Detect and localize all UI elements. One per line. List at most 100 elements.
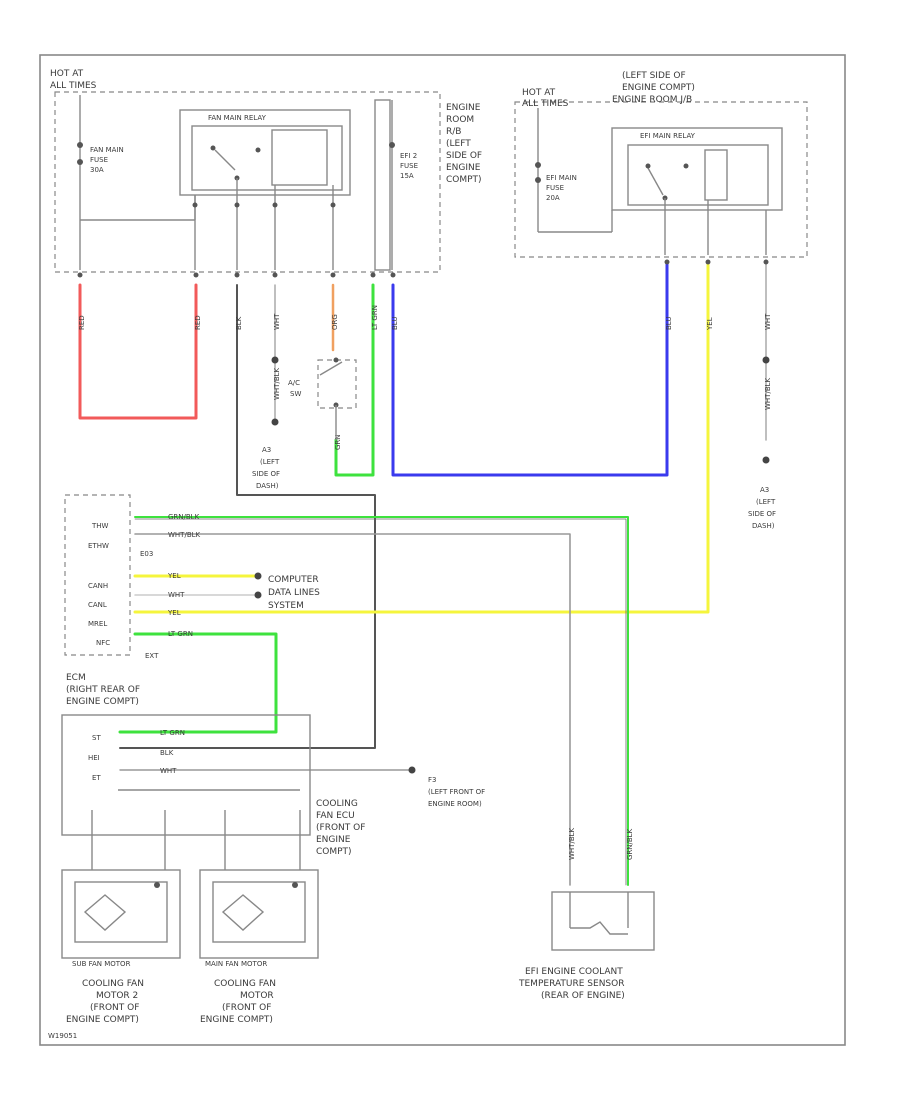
efi-main-fuse-label-2: FUSE [546, 184, 564, 192]
engine-room-rb: HOT AT ALL TIMES FAN MAIN FUSE 30A FAN M… [50, 69, 482, 273]
fan-motor-2: SUB FAN MOTOR COOLING FAN MOTOR 2 (FRONT… [61, 869, 181, 1025]
ac-switch-1: A/C [288, 379, 300, 387]
ecu-pin-st: ST [92, 734, 101, 742]
ac-switch: A/C SW [288, 357, 357, 440]
ground-a-2: (LEFT [260, 458, 280, 466]
ecm-pin-ethw: ETHW [88, 542, 109, 550]
fan-main-relay-label: FAN MAIN RELAY [208, 114, 267, 122]
red-wire [78, 283, 198, 420]
ecm-pin-mrel: MREL [88, 620, 107, 628]
ground-icon-c [408, 766, 416, 774]
ecm-pin-canl: CANL [88, 601, 107, 609]
computer-data-2: DATA LINES [268, 588, 320, 598]
ecm-wire-4: WHT [168, 591, 185, 599]
wc-wht-2: WHT [764, 313, 772, 330]
ecu-wire-2: BLK [160, 749, 174, 757]
rb-label-3: R/B [446, 127, 461, 137]
ground-b-1: A3 [760, 486, 769, 494]
ecm-wire-2: WHT/BLK [168, 531, 201, 539]
ground-icon-b [762, 456, 770, 464]
green-wire [334, 283, 375, 477]
fuse-terminal-icon [77, 142, 83, 148]
efi-main-fuse-icon [535, 162, 541, 168]
efi-main-fuse-label-3: 20A [546, 194, 560, 202]
sensor-wire-1: WHT/BLK [568, 827, 576, 860]
efi-main-relay-box [611, 127, 783, 211]
black-wire [119, 284, 376, 749]
ground-a-4: DASH) [256, 482, 279, 490]
data-line-arrow-icon-2 [254, 591, 262, 599]
efi-relay-coil-icon [704, 149, 728, 201]
sensor-label-1: EFI ENGINE COOLANT [525, 967, 623, 977]
ecu-label-4: ENGINE [316, 835, 351, 845]
ecm-title-2: (RIGHT REAR OF [66, 685, 140, 695]
ecm-title-1: ECM [66, 673, 86, 683]
figure-code: W19051 [48, 1032, 77, 1040]
motor-1-tag: MAIN FAN MOTOR [205, 960, 267, 968]
motor-1-icon [221, 894, 265, 931]
ground-a-3: SIDE OF [252, 470, 280, 478]
ac-switch-2: SW [290, 390, 301, 398]
ecm-title-3: ENGINE COMPT) [66, 697, 139, 707]
wc-wht: WHT [273, 313, 281, 330]
diagram-border [39, 54, 846, 1046]
switch-contact-icon [319, 361, 343, 376]
ecm-wire-6: LT GRN [168, 630, 193, 638]
coolant-temp-sensor: WHT/BLK GRN/BLK EFI ENGINE COOLANT TEMPE… [518, 827, 655, 1001]
engine-room-jb: HOT AT ALL TIMES (LEFT SIDE OF ENGINE CO… [514, 71, 808, 258]
ecu-label-2: FAN ECU [316, 811, 355, 821]
efi-relay-switch-icon [647, 167, 664, 196]
wire-color-codes: RED RED BLK WHT ORG LT GRN BLU BLU YEL W… [78, 305, 772, 450]
motor-2-label-2: MOTOR 2 [96, 991, 138, 1001]
ground-c-3: ENGINE ROOM) [428, 800, 482, 808]
yellow-wire [133, 260, 710, 614]
motor-1-label-2: MOTOR [240, 991, 274, 1001]
wc-grn: GRN [334, 434, 342, 450]
motor-2-icon [83, 894, 127, 931]
wc-red: RED [78, 315, 86, 330]
connector-dots [77, 202, 769, 278]
relay-switch-icon [214, 149, 236, 171]
efi2-fuse-label-1: EFI 2 [400, 152, 417, 160]
motor-1-label-1: COOLING FAN [214, 979, 276, 989]
ecm-pin-nfc: NFC [96, 639, 110, 647]
ecm-ext: EXT [145, 652, 159, 660]
rb-label-5: SIDE OF [446, 151, 482, 161]
efi2-fuse-label-2: FUSE [400, 162, 418, 170]
grn-blk-wire [134, 516, 629, 886]
jb-loc-3: ENGINE ROOM J/B [612, 95, 692, 105]
fan-main-relay-box [179, 109, 351, 196]
ground-a-1: A3 [262, 446, 271, 454]
rb-label-2: ROOM [446, 115, 474, 125]
motor-2-label-1: COOLING FAN [82, 979, 144, 989]
data-line-arrow-icon [254, 572, 262, 580]
splice-a-label: WHT/BLK [273, 367, 281, 400]
ground-b-4: DASH) [752, 522, 775, 530]
fuse-terminal-icon-2 [77, 159, 83, 165]
splice-icon-a [271, 356, 279, 364]
splice-b-label: WHT/BLK [764, 377, 772, 410]
sensor-label-2: TEMPERATURE SENSOR [518, 979, 624, 989]
splice-icon-b [762, 356, 770, 364]
rb-label-7: COMPT) [446, 175, 482, 185]
motor-2-label-3: (FRONT OF [90, 1003, 139, 1013]
wc-ltgrn: LT GRN [371, 305, 379, 330]
lt-green-wire [118, 632, 278, 734]
ground-c-1: F3 [428, 776, 436, 784]
ecu-pin-hei: HEI [88, 754, 100, 762]
ecu-wire-3: WHT [160, 767, 177, 775]
wc-blk: BLK [235, 316, 243, 330]
computer-data-3: SYSTEM [268, 601, 304, 611]
thermistor-icon [570, 921, 628, 935]
ecu-pin-et: ET [92, 774, 101, 782]
efi-main-fuse-label-1: EFI MAIN [546, 174, 577, 182]
rb-label-6: ENGINE [446, 163, 481, 173]
ecm-pin-canh: CANH [88, 582, 108, 590]
ecu-wire-1: LT GRN [160, 729, 185, 737]
hot-label-right: HOT AT [522, 88, 556, 98]
left-fuse-label-3: 30A [90, 166, 104, 174]
left-fuse-label-1: FAN MAIN [90, 146, 124, 154]
fan-motor-1: MAIN FAN MOTOR COOLING FAN MOTOR (FRONT … [199, 869, 319, 1025]
relay-coil-icon [271, 129, 328, 186]
ecu-label-1: COOLING [316, 799, 358, 809]
